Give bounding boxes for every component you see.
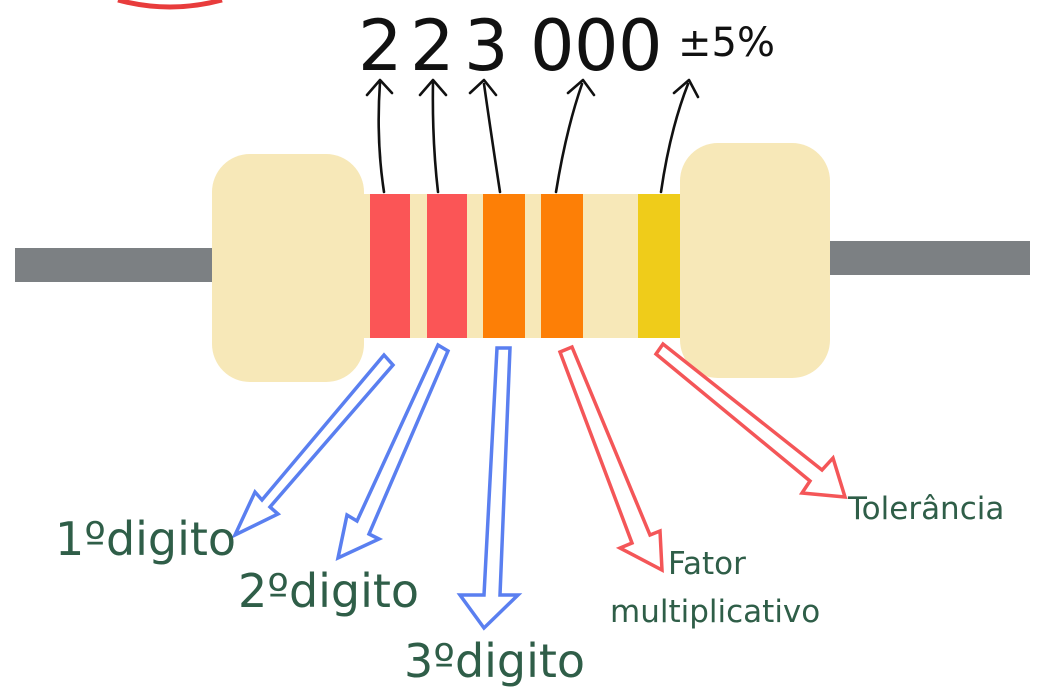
band-3 — [483, 194, 525, 338]
black-arrow-4 — [554, 78, 596, 194]
blue-arrow-3 — [456, 346, 523, 631]
blue-arrow-1 — [231, 352, 396, 539]
digit-1: 2 — [358, 5, 403, 87]
digit-4: 0 — [530, 5, 575, 87]
multiplier-label-line1: Fator — [668, 546, 746, 582]
right-lead — [825, 241, 1030, 275]
digit-6: 0 — [618, 5, 663, 87]
digit-5: 0 — [574, 5, 619, 87]
resistor-cap-right — [680, 143, 830, 378]
digit-3: 3 — [464, 5, 509, 87]
logo-edge — [117, 0, 223, 10]
red-arrows — [557, 341, 848, 573]
blue-arrows — [231, 342, 523, 631]
red-arrow-5 — [653, 341, 848, 499]
resistor-cap-left — [212, 154, 364, 382]
black-arrows — [365, 78, 700, 194]
left-lead — [15, 248, 220, 282]
second-digit-label: 2ºdigito — [238, 564, 419, 618]
band-1 — [370, 194, 410, 338]
tolerance-value: ±5% — [678, 20, 775, 66]
blue-arrow-2 — [335, 342, 451, 562]
black-arrow-2 — [418, 78, 448, 194]
first-digit-label: 1ºdigito — [55, 512, 236, 566]
band-4 — [541, 194, 583, 338]
black-arrow-5 — [659, 78, 700, 194]
band-2 — [427, 194, 467, 338]
black-arrow-3 — [468, 78, 502, 194]
tolerance-label: Tolerância — [847, 491, 1004, 527]
red-arrow-4 — [557, 344, 664, 573]
black-arrow-1 — [365, 78, 394, 194]
band-5 — [638, 194, 680, 338]
third-digit-label: 3ºdigito — [404, 634, 585, 688]
multiplier-label-line2: multiplicativo — [610, 594, 820, 630]
digit-2: 2 — [410, 5, 455, 87]
